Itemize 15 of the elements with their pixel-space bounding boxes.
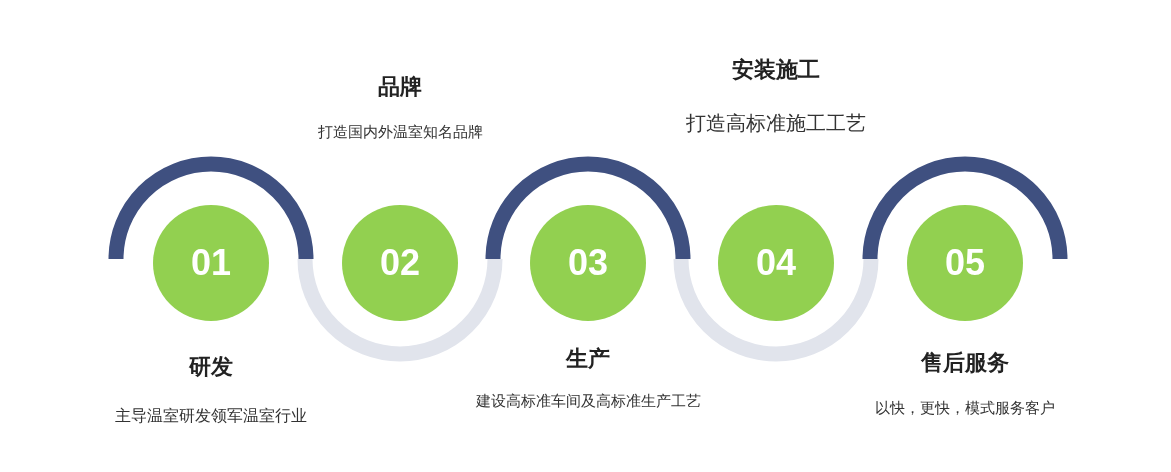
step-title: 生产 [566,345,610,373]
step-number: 02 [379,242,420,284]
step-description: 以快，更快，模式服务客户 [875,399,1055,418]
step-description: 主导温室研发领军温室行业 [115,406,307,427]
step-title: 品牌 [378,73,422,101]
step-number: 05 [944,242,985,284]
step-description: 建设高标准车间及高标准生产工艺 [475,392,701,411]
step-description: 打造国内外温室知名品牌 [317,123,483,142]
step-title: 售后服务 [921,349,1009,377]
step-number: 03 [567,242,608,284]
step-description: 打造高标准施工工艺 [686,110,866,137]
step-number: 04 [755,242,796,284]
step-number: 01 [190,242,231,284]
step-title: 研发 [189,353,233,381]
step-title: 安装施工 [732,56,820,84]
